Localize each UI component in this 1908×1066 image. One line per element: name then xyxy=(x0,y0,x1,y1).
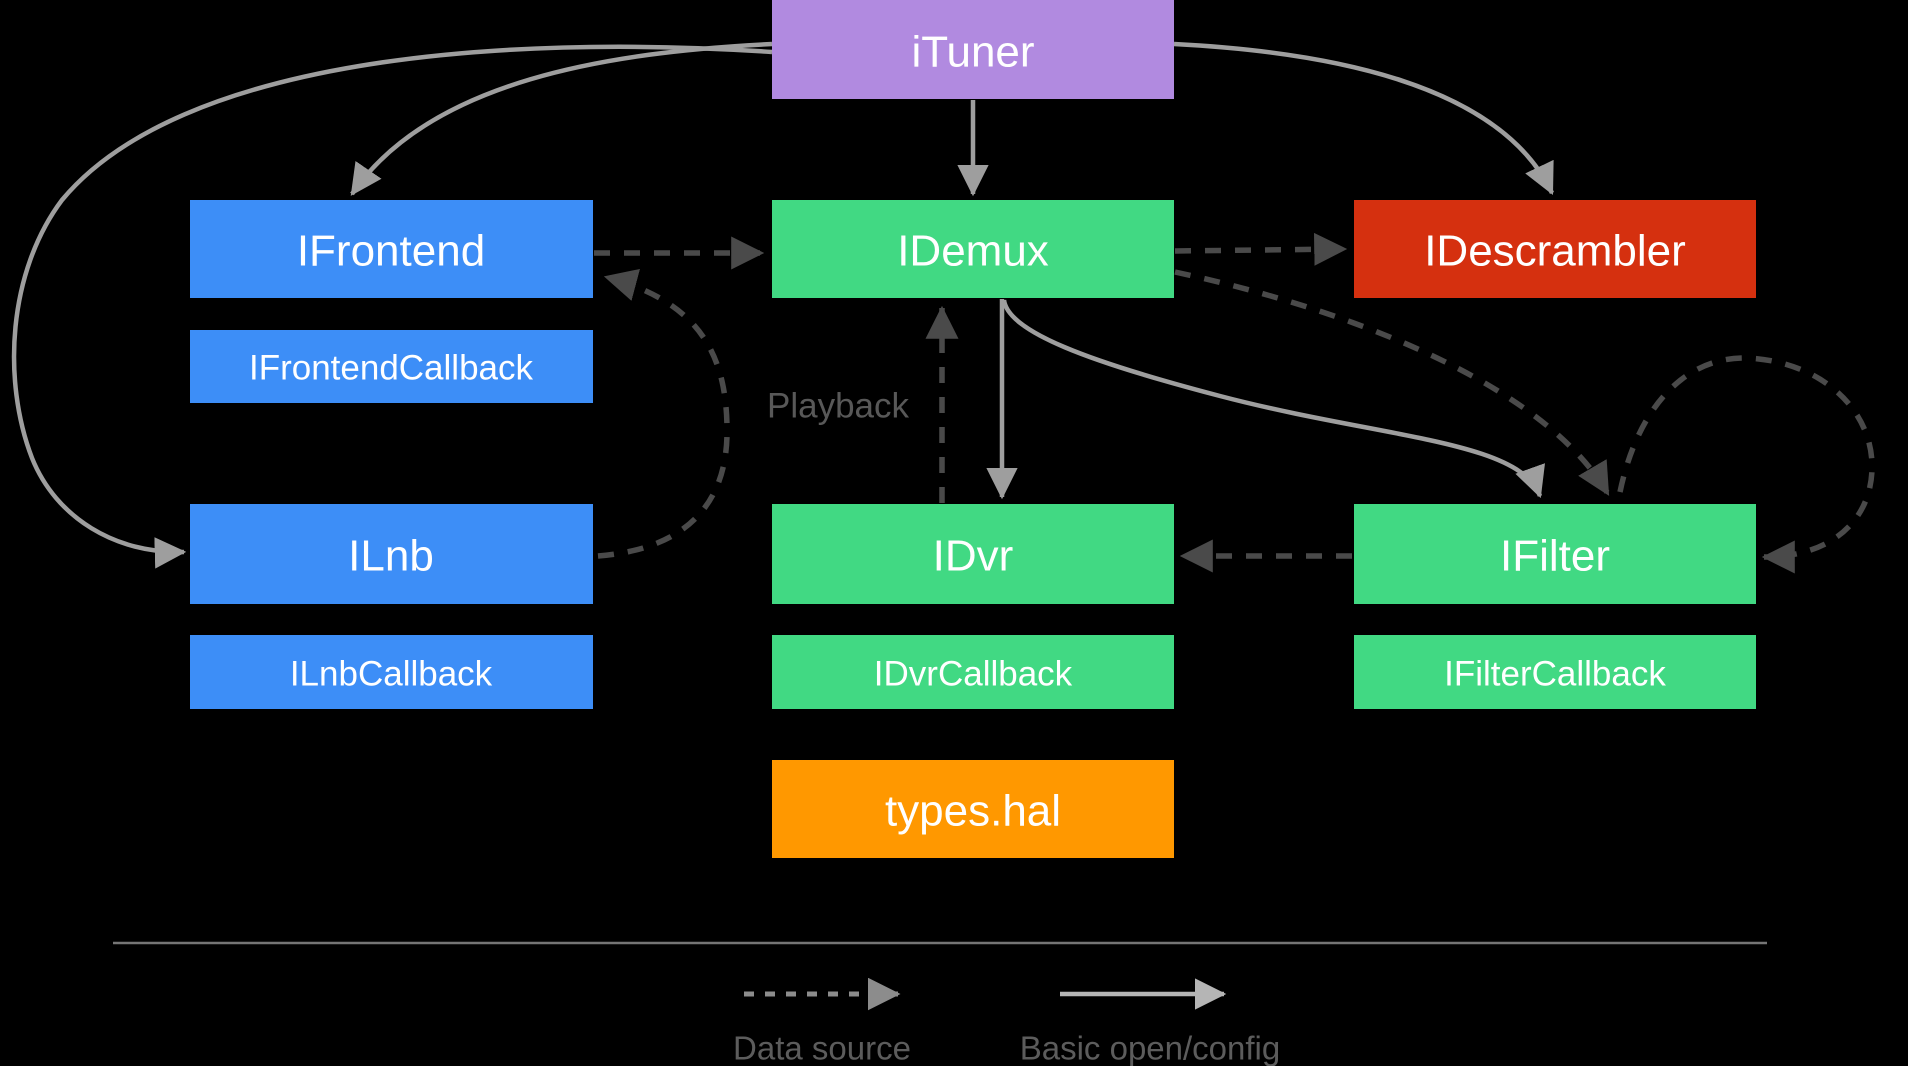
edge-ifilter-self-loop-dashed xyxy=(1617,355,1875,574)
node-ifilter-callback-label: IFilterCallback xyxy=(1444,655,1666,694)
node-idemux-box xyxy=(772,200,1174,298)
node-idvr-callback-box xyxy=(772,635,1174,709)
node-ifrontend: IFrontend xyxy=(190,200,593,298)
edge-idemux-ifilter-dashed xyxy=(1174,269,1611,496)
node-idescrambler-box xyxy=(1354,200,1756,298)
node-ilnb-box xyxy=(190,504,593,604)
edge-ilnb-ifrontend-dashed xyxy=(597,268,730,559)
node-ilnb-callback-box xyxy=(190,635,593,709)
edge-idemux-ifilter-solid xyxy=(1001,299,1545,499)
node-ilnb: ILnb xyxy=(190,504,593,604)
node-ifilter-label: IFilter xyxy=(1500,532,1610,581)
edge-ituner-ifrontend-solid xyxy=(350,41,773,196)
node-ituner: iTuner xyxy=(772,0,1174,99)
node-ifilter: IFilter xyxy=(1354,504,1756,604)
node-idvr-callback-label: IDvrCallback xyxy=(874,655,1073,694)
node-idescrambler-label: IDescrambler xyxy=(1424,227,1686,276)
node-ifrontend-label: IFrontend xyxy=(297,227,485,276)
node-ilnb-callback: ILnbCallback xyxy=(190,635,593,709)
node-ilnb-callback-label: ILnbCallback xyxy=(290,655,493,694)
node-ifrontend-box xyxy=(190,200,593,298)
node-idemux: IDemux xyxy=(772,200,1174,298)
edge-idemux-idescrambler-dashed xyxy=(1174,232,1348,266)
node-idvr: IDvr xyxy=(772,504,1174,604)
legend-solid-label: Basic open/config xyxy=(1020,1030,1281,1066)
node-ifrontend-callback-box xyxy=(190,330,593,403)
node-ifilter-box xyxy=(1354,504,1756,604)
node-types-hal: types.hal xyxy=(772,760,1174,858)
edge-label-playback: Playback xyxy=(767,387,910,426)
node-ifilter-callback-box xyxy=(1354,635,1756,709)
node-ituner-box xyxy=(772,0,1174,99)
node-idvr-box xyxy=(772,504,1174,604)
node-idescrambler: IDescrambler xyxy=(1354,200,1756,298)
node-idvr-label: IDvr xyxy=(933,532,1014,581)
node-ifilter-callback: IFilterCallback xyxy=(1354,635,1756,709)
node-types-hal-box xyxy=(772,760,1174,858)
node-types-hal-label: types.hal xyxy=(885,787,1061,836)
legend-dashed-label: Data source xyxy=(733,1030,911,1066)
edge-ituner-ilnb-solid xyxy=(11,44,773,569)
edge-ituner-idescrambler-solid xyxy=(1173,41,1555,196)
node-idemux-label: IDemux xyxy=(897,227,1049,276)
node-idvr-callback: IDvrCallback xyxy=(772,635,1174,709)
node-ilnb-label: ILnb xyxy=(348,532,434,581)
node-ifrontend-callback-label: IFrontendCallback xyxy=(249,349,534,388)
node-ifrontend-callback: IFrontendCallback xyxy=(190,330,593,403)
node-ituner-label: iTuner xyxy=(911,28,1034,77)
